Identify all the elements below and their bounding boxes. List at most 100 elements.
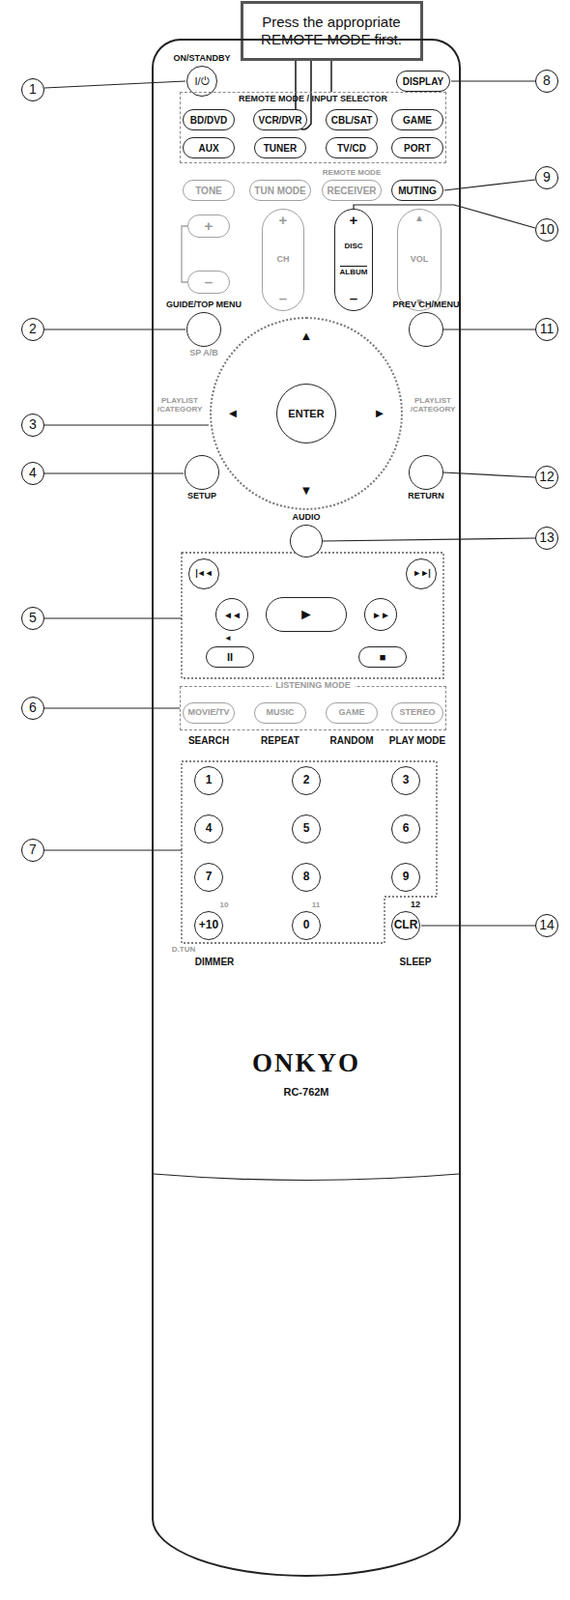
button-label: ►: [298, 605, 314, 624]
callout-number: 13: [535, 526, 559, 550]
button-label: |◄◄: [195, 569, 212, 579]
callout-number: 5: [21, 606, 45, 630]
group-brackets: [181, 552, 444, 943]
leader-line: [451, 80, 536, 82]
button-label: AUX: [198, 142, 219, 154]
function-label: PLAYLIST /CATEGORY: [406, 397, 459, 415]
skip-back-button: |◄◄: [188, 558, 220, 590]
function-label: PLAY MODE: [389, 735, 446, 746]
callout-number: 3: [21, 413, 45, 437]
setup-button: SETUP: [184, 455, 220, 490]
callout-number: 1: [21, 78, 45, 102]
audio-button: AUDIO: [289, 524, 323, 558]
skip-forward-button: ►►|: [405, 558, 437, 590]
button-label: GAME: [402, 114, 432, 126]
muting-button: MUTING: [391, 179, 444, 201]
button-label: 6: [402, 822, 410, 835]
input-button: VCR/DVR: [253, 109, 308, 131]
stop-button: ■: [358, 646, 407, 668]
button-label: I/⏻: [194, 75, 209, 87]
callout-number: 7: [21, 838, 45, 862]
callout-number: 9: [535, 166, 559, 190]
button-label: +: [349, 212, 359, 229]
disc-album-rocker: +DISCALBUM–: [334, 208, 373, 312]
tone-button: TONE: [182, 179, 235, 201]
function-label: ◄: [224, 634, 232, 644]
input-button: TV/CD: [325, 137, 378, 159]
leader-line: [443, 472, 536, 478]
input-button: AUX: [182, 137, 235, 159]
fast-forward-button: ►►: [364, 598, 398, 631]
tuner-mode-button: TUN MODE: [249, 179, 312, 201]
input-button: GAME: [391, 109, 444, 131]
button-label: AUDIO: [292, 513, 321, 523]
button-label: ALBUM: [340, 265, 369, 278]
remote-outline-details: [153, 39, 459, 1181]
number-button: CLR: [391, 911, 421, 941]
callout-number: 10: [535, 218, 559, 242]
leader-line: [322, 538, 536, 542]
function-label: RANDOM: [330, 735, 374, 746]
play-button: ►: [265, 597, 347, 632]
button-label: 8: [303, 870, 311, 884]
function-label: 10: [220, 901, 229, 911]
button-label: RC-762M: [283, 1085, 329, 1098]
number-button: 2: [291, 766, 321, 796]
function-label: REPEAT: [260, 735, 300, 746]
button-label: 1: [205, 773, 213, 787]
button-label: –: [279, 290, 287, 308]
remote-body: ONKYORC-762MON/STANDBYI/⏻DISPLAYREMOTE M…: [151, 38, 461, 1577]
button-label: MOVIE/TV: [187, 708, 229, 718]
button-label: +: [279, 212, 288, 229]
button-label: 3: [402, 773, 410, 787]
callout-number: 8: [535, 69, 559, 93]
number-button: 4: [194, 814, 224, 844]
button-label: SP A/B: [189, 348, 219, 359]
button-label: II: [227, 651, 233, 663]
number-button: 7: [194, 862, 224, 892]
number-button: 6: [391, 814, 421, 844]
button-label: ONKYO: [252, 1048, 361, 1079]
tone-minus-button: –: [187, 270, 230, 294]
button-label: GUIDE/TOP MENU: [166, 300, 242, 311]
callout-number: 12: [535, 465, 559, 489]
button-label: VCR/DVR: [257, 114, 302, 126]
receiver-button: REMOTE MODERECEIVER: [321, 179, 382, 201]
button-label: 7: [205, 870, 213, 884]
tone-bracket: [181, 226, 188, 283]
listening-mode-button: MUSIC: [254, 702, 307, 724]
button-label: ◄: [227, 406, 240, 421]
prev-ch-button: PREV CH/MENU: [408, 312, 444, 347]
leader-line: [44, 617, 182, 619]
callout-number: 2: [21, 317, 45, 342]
button-label: +: [204, 218, 214, 235]
button-label: ▲: [300, 329, 314, 343]
enter-button: ENTER: [276, 383, 337, 444]
channel-rocker: +CH–: [261, 208, 305, 312]
button-label: 5: [303, 822, 311, 835]
button-label: 0: [303, 918, 311, 932]
cursor-ring: ▲◄►▼ENTER: [209, 316, 403, 511]
button-label: RECEIVER: [326, 185, 376, 197]
button-label: ►: [373, 406, 387, 421]
leader-line: [444, 179, 536, 191]
button-label: 9: [402, 870, 410, 884]
guide-button: GUIDE/TOP MENUSP A/B: [186, 312, 222, 347]
callout-connector: [330, 60, 333, 92]
rewind-button: ◄◄: [215, 598, 249, 631]
button-label: ■: [379, 651, 387, 663]
button-label: STEREO: [399, 708, 435, 718]
number-button: +10: [194, 911, 224, 941]
callout-number: 6: [21, 696, 45, 720]
number-button: 0: [291, 911, 321, 941]
button-label: PORT: [403, 142, 431, 154]
button-label: ►►: [371, 609, 390, 621]
leader-line: [44, 707, 180, 709]
button-label: LISTENING MODE: [271, 681, 355, 691]
button-label: REMOTE MODE / INPUT SELECTOR: [238, 94, 388, 105]
button-label: ENTER: [287, 407, 324, 420]
button-label: TUN MODE: [254, 185, 306, 197]
leader-line: [44, 472, 184, 474]
button-label: SETUP: [187, 491, 217, 502]
